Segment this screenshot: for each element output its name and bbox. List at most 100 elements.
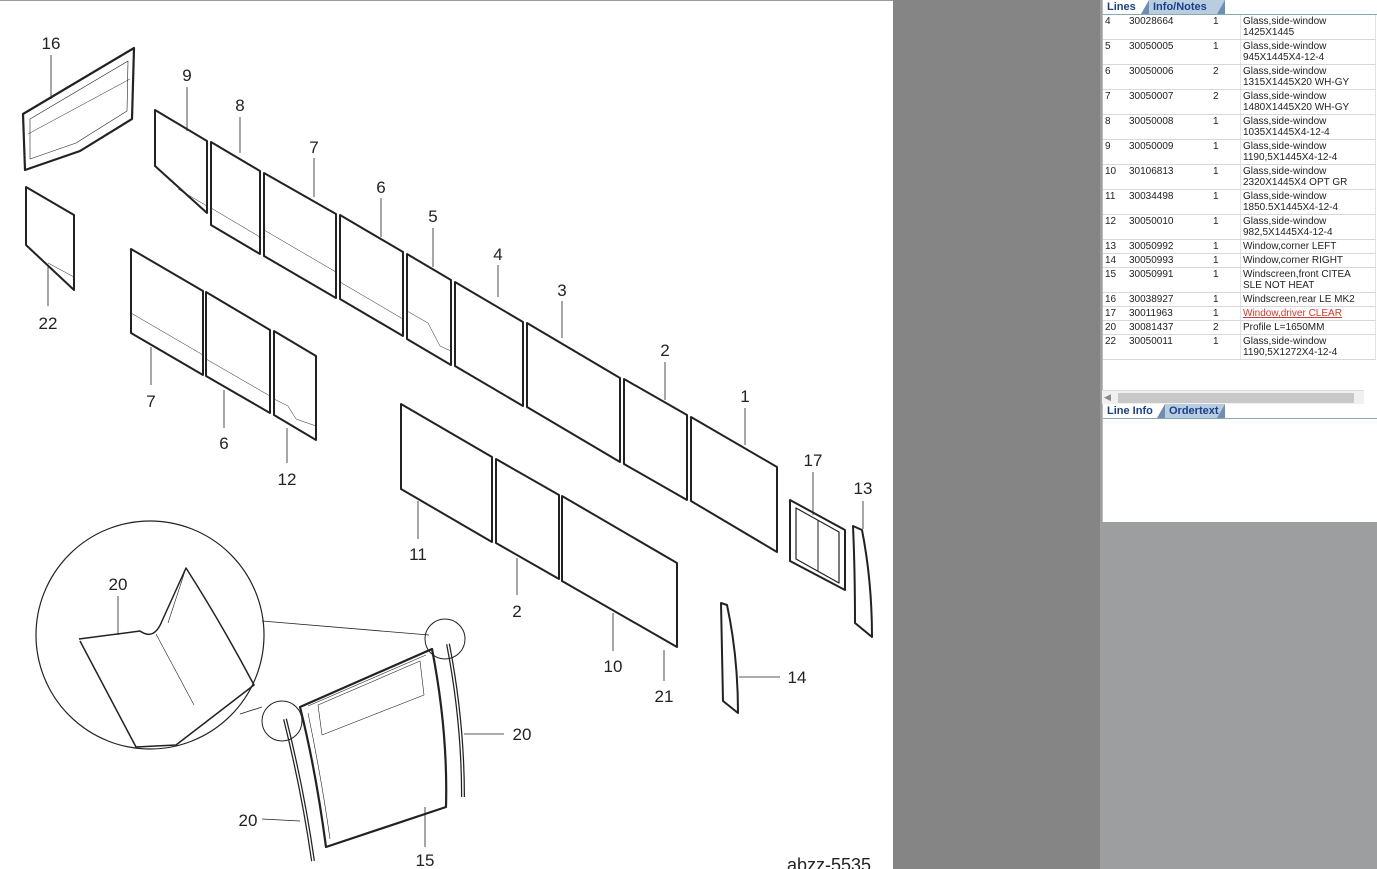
scroll-thumb[interactable] [1118, 393, 1354, 403]
row-description-line1: Glass,side-window [1243, 141, 1327, 152]
callout-3[interactable]: 3 [557, 281, 566, 300]
row-description-line2: 1315X1445X20 WH-GY [1243, 77, 1350, 88]
callout-17[interactable]: 17 [804, 451, 823, 470]
part-7-side-window[interactable] [263, 172, 337, 299]
row-description-line2: 1480X1445X20 WH-GY [1243, 102, 1350, 113]
callout-10[interactable]: 10 [604, 657, 623, 676]
callout-21[interactable]: 21 [655, 687, 674, 706]
row-description-line1: Glass,side-window [1243, 66, 1327, 77]
callout-5[interactable]: 5 [428, 207, 437, 226]
callout-20-right[interactable]: 20 [513, 725, 532, 744]
row-description-line2: 2320X1445X4 OPT GR [1243, 177, 1348, 188]
callout-11[interactable]: 11 [409, 545, 427, 564]
row-qty: 1 [1211, 214, 1241, 240]
horizontal-scrollbar[interactable]: ◀ [1102, 390, 1364, 405]
callout-15[interactable]: 15 [416, 851, 435, 869]
row-description-line1: Glass,side-window [1243, 191, 1327, 202]
tab-ordertext[interactable]: Ordertext [1165, 404, 1225, 418]
tab-lines[interactable]: Lines [1103, 0, 1149, 14]
part-1-side-window[interactable] [690, 416, 778, 553]
part-6b-side-window[interactable] [205, 291, 271, 414]
part-9-side-window[interactable] [154, 109, 208, 214]
callout-20-left[interactable]: 20 [239, 811, 258, 830]
part-4-side-window[interactable] [454, 281, 524, 407]
part-20-profile-left[interactable] [283, 718, 315, 862]
row-part-number: 30050993 [1127, 253, 1211, 268]
part-17-driver-window[interactable] [789, 499, 846, 591]
callout-6b[interactable]: 6 [219, 434, 228, 453]
row-part-number: 30050006 [1127, 64, 1211, 90]
part-20-profile-right[interactable] [446, 643, 465, 798]
part-2a-side-window[interactable] [623, 378, 688, 501]
row-description-line1: Glass,side-window [1243, 166, 1327, 177]
row-description-link[interactable]: Window,driver CLEAR [1243, 308, 1342, 319]
part-10-side-window[interactable] [561, 495, 678, 648]
callout-2b[interactable]: 2 [512, 602, 521, 621]
part-16-rear-windscreen[interactable] [21, 46, 136, 172]
callout-9[interactable]: 9 [182, 66, 191, 85]
callout-14[interactable]: 14 [788, 668, 807, 687]
part-15-front-windscreen[interactable] [298, 647, 448, 849]
row-description-line1: Windscreen,rear LE MK2 [1243, 294, 1355, 305]
row-qty: 1 [1211, 114, 1241, 140]
callout-2[interactable]: 2 [660, 341, 669, 360]
part-12-side-window[interactable] [273, 330, 317, 441]
row-part-number: 30106813 [1127, 164, 1211, 190]
part-6-side-window[interactable] [339, 214, 404, 337]
callout-7[interactable]: 7 [309, 138, 318, 157]
row-description-line1: Glass,side-window [1243, 116, 1327, 127]
part-7b-side-window[interactable] [130, 248, 204, 376]
row-pos: 4 [1103, 15, 1127, 40]
tab-line-info[interactable]: Line Info [1103, 404, 1165, 418]
callout-7b[interactable]: 7 [146, 392, 155, 411]
callout-22[interactable]: 22 [39, 314, 58, 333]
part-2b-side-window[interactable] [495, 458, 560, 580]
part-8-side-window[interactable] [210, 141, 261, 255]
part-3-side-window[interactable] [526, 322, 621, 463]
callout-1[interactable]: 1 [740, 387, 749, 406]
row-qty: 1 [1211, 253, 1241, 268]
row-pos: 5 [1103, 39, 1127, 65]
callout-13[interactable]: 13 [854, 479, 873, 498]
callout-16[interactable]: 16 [42, 34, 61, 53]
part-13-corner-window[interactable] [852, 525, 873, 638]
scroll-left-icon[interactable]: ◀ [1104, 392, 1111, 402]
part-14-corner-window[interactable] [720, 602, 739, 714]
row-part-number: 30050007 [1127, 89, 1211, 115]
callout-20-detail[interactable]: 20 [109, 575, 128, 594]
row-qty: 1 [1211, 15, 1241, 40]
callout-6[interactable]: 6 [376, 178, 385, 197]
part-11-side-window[interactable] [400, 403, 493, 543]
callout-8[interactable]: 8 [235, 96, 244, 115]
part-5-side-window[interactable] [406, 253, 452, 366]
leader-lines [47, 55, 864, 847]
callout-4[interactable]: 4 [493, 245, 502, 264]
row-part-number: 30034498 [1127, 189, 1211, 215]
tab-info-notes[interactable]: Info/Notes [1149, 0, 1225, 14]
part-22-side-window[interactable] [25, 186, 75, 291]
callout-12[interactable]: 12 [278, 470, 297, 489]
